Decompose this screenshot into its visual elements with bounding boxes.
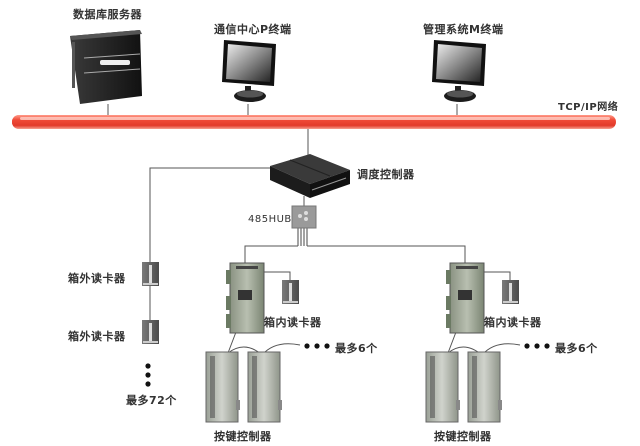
group1-key-controller-label: 按键控制器 [214, 430, 272, 443]
outer-reader-label: 箱外读卡器 [68, 330, 126, 343]
p-terminal-label: 通信中心P终端 [214, 23, 292, 36]
outer-reader-label: 箱外读卡器 [68, 272, 126, 285]
group1-controller-board-icon [226, 262, 265, 334]
group2-more-dots [524, 343, 550, 349]
hub-bus [244, 228, 466, 263]
group2-key-controller-label: 按键控制器 [434, 430, 492, 443]
group1-more-dots [304, 343, 330, 349]
outer-reader-max-label: 最多72个 [126, 394, 177, 407]
network-label: TCP/IP网络 [558, 102, 619, 113]
dispatch-controller-icon [270, 154, 350, 198]
p-terminal-monitor-icon [222, 40, 276, 102]
group1-reader-link [262, 271, 291, 282]
group2-inner-reader-icon [502, 280, 519, 304]
database-server-label: 数据库服务器 [73, 8, 142, 21]
outer-reader-icon [142, 320, 159, 344]
network-bar [12, 115, 616, 129]
m-terminal-label: 管理系统M终端 [423, 23, 504, 36]
group2-max-label: 最多6个 [555, 342, 598, 355]
outer-reader-icon [142, 262, 159, 286]
group2-reader-link [478, 271, 511, 282]
database-server-icon [70, 30, 142, 104]
group1-max-label: 最多6个 [335, 342, 378, 355]
m-terminal-monitor-icon [432, 40, 486, 102]
hub-label: 485HUB [248, 214, 292, 225]
more-outer-readers-dots [145, 363, 151, 387]
group2-inner-reader-label: 箱内读卡器 [484, 316, 542, 329]
group1-inner-reader-icon [282, 280, 299, 304]
group2-controller-board-icon [446, 262, 485, 334]
hub-485-icon [291, 205, 317, 229]
group1-key-controller-icon [247, 351, 282, 423]
group2-key-controller-icon [425, 351, 460, 423]
group1-key-controller-icon [205, 351, 240, 423]
group2-key-controller-icon [467, 351, 502, 423]
outer-reader-bus [149, 167, 270, 262]
dispatch-controller-label: 调度控制器 [357, 168, 415, 181]
group1-inner-reader-label: 箱内读卡器 [264, 316, 322, 329]
